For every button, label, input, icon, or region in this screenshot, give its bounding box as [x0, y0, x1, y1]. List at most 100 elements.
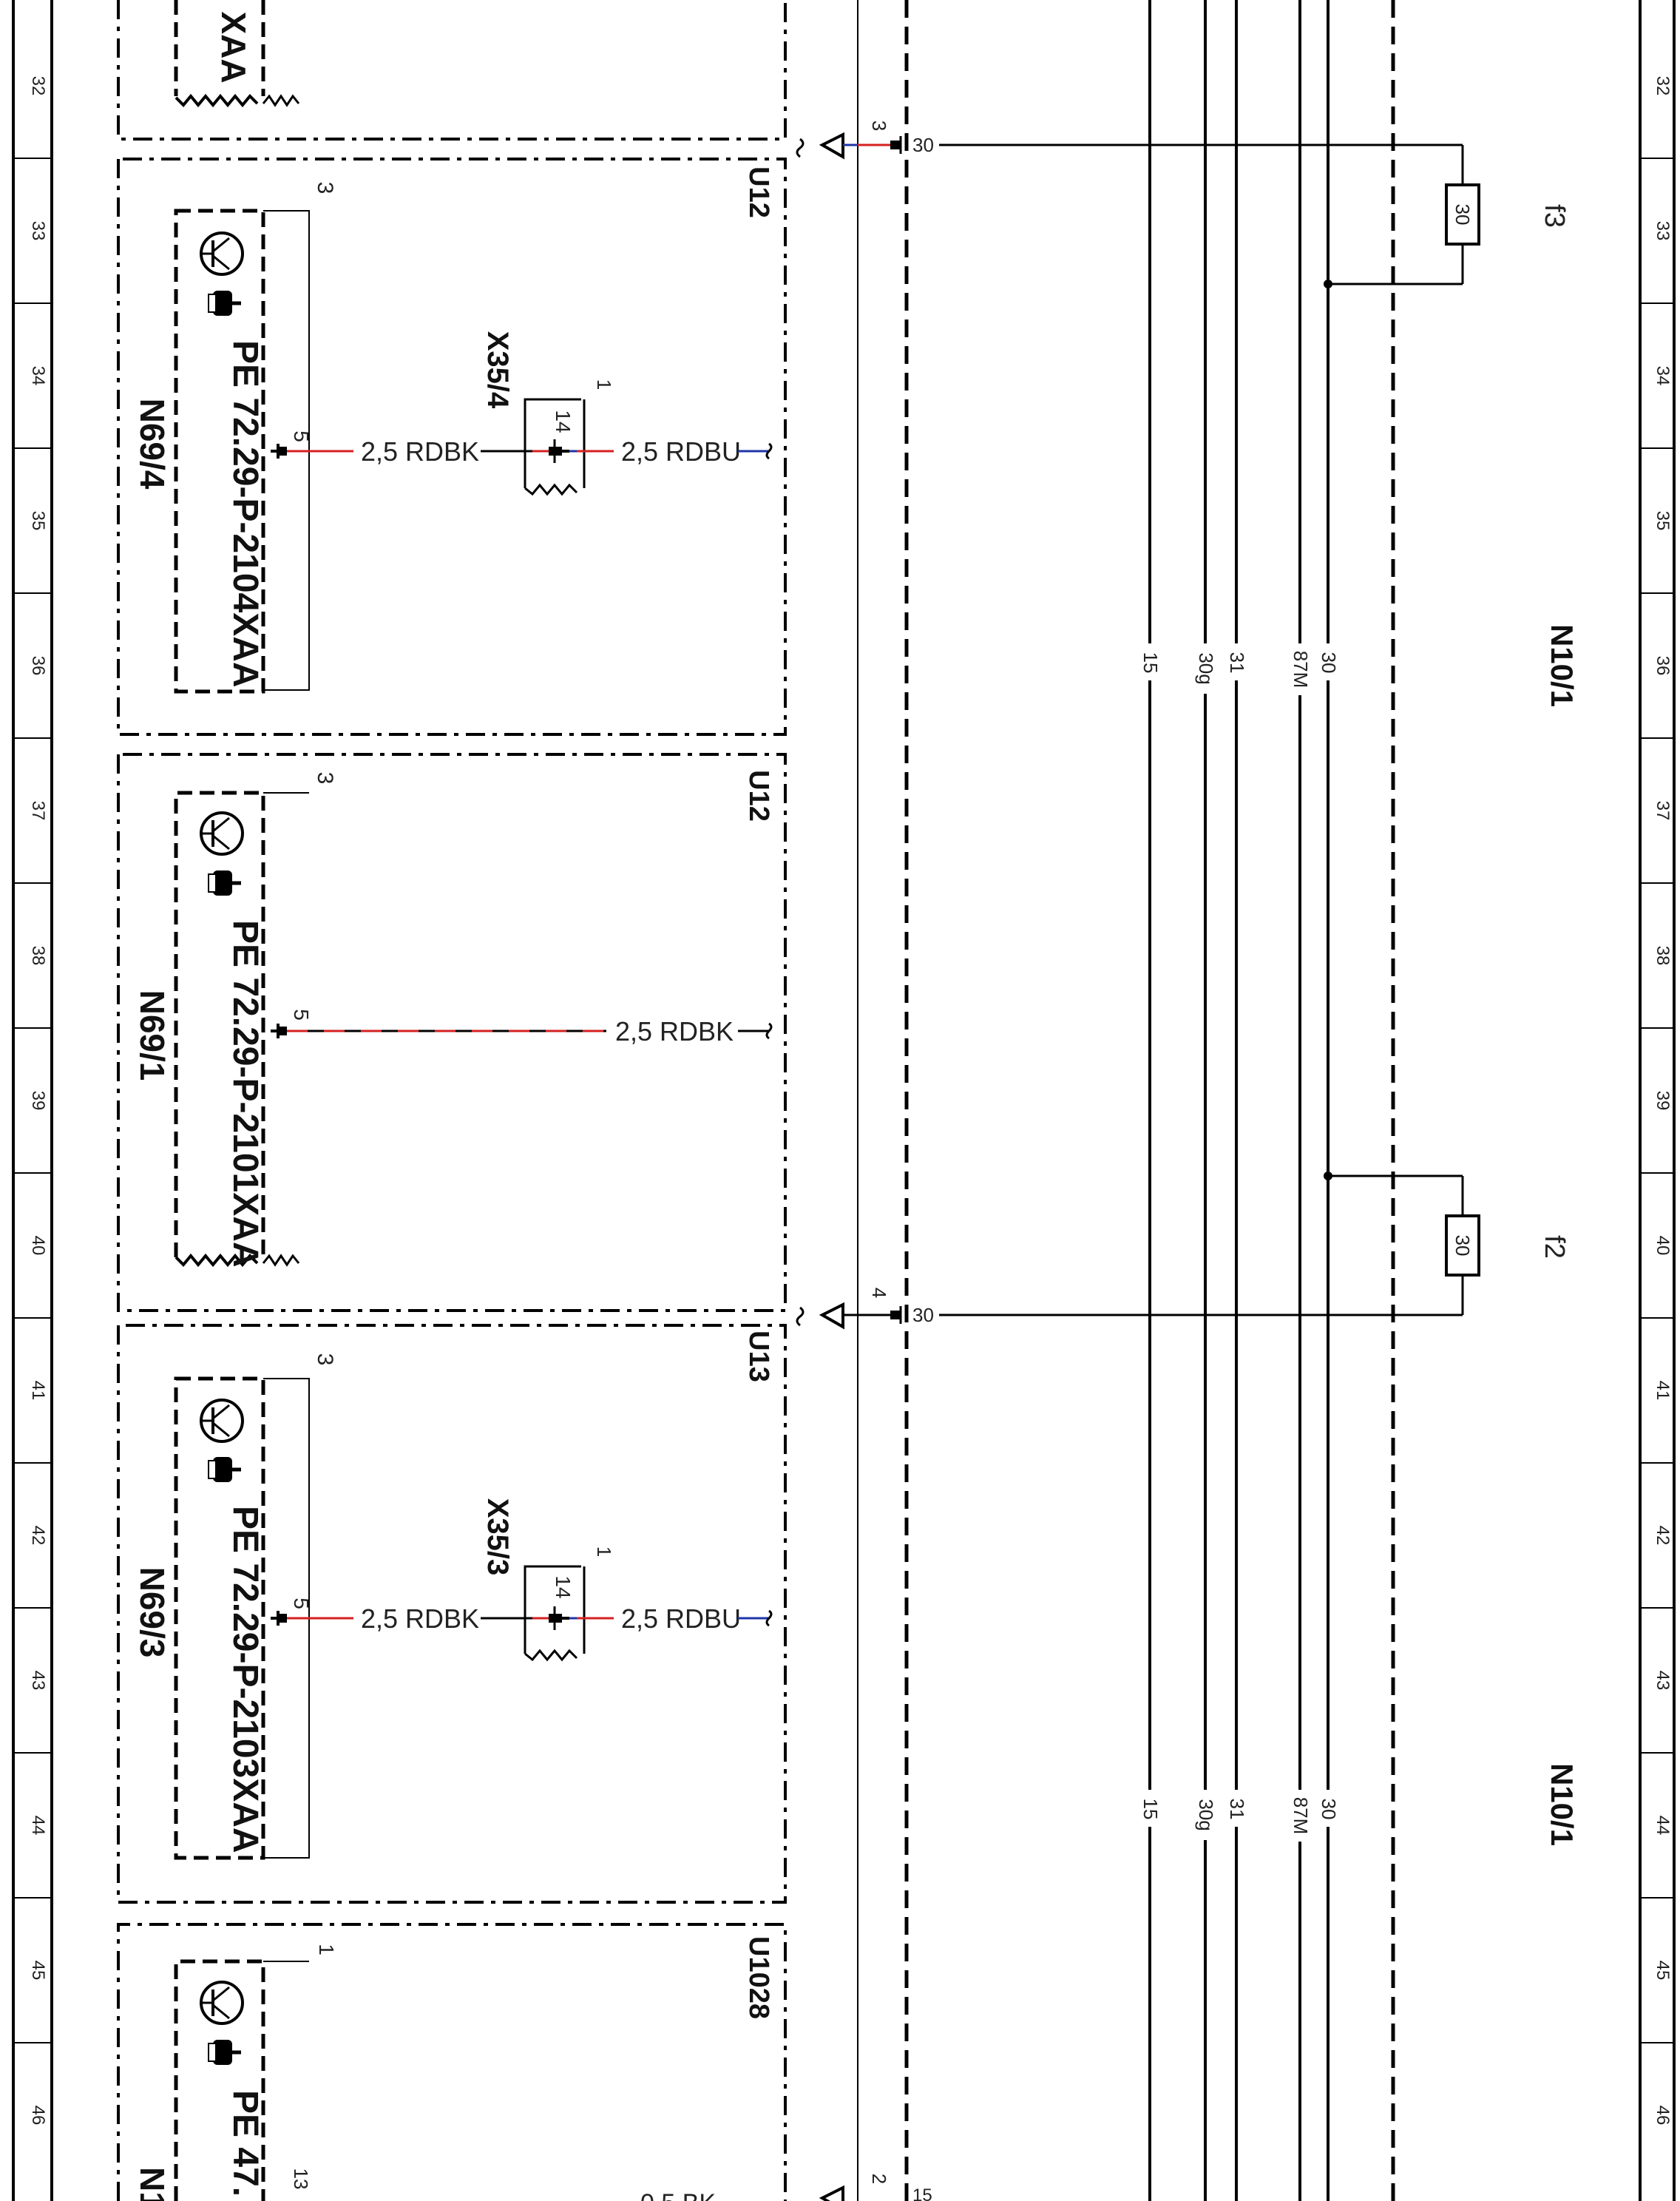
- pin-label: 4: [868, 1288, 890, 1298]
- pin-label: 5: [290, 1598, 313, 1609]
- reference-code: PE 72.29-P-2103XAA: [226, 1506, 265, 1853]
- right-ruler-label: 32: [1653, 76, 1673, 96]
- module-label: N10/1: [1545, 1763, 1579, 1846]
- break-mark: [175, 93, 259, 108]
- left-ruler-label: 34: [28, 366, 48, 386]
- terminal-label: 30: [1318, 1799, 1340, 1820]
- transistor-icon: [200, 1399, 244, 1443]
- block-n69-4: PE 72.29-P-2104XAA N69/4 3 5 U12 2,5 RDB…: [117, 158, 787, 736]
- right-ruler-label: 44: [1653, 1816, 1673, 1836]
- hand-pointer-icon: [208, 291, 241, 316]
- terminal-label: 15: [1139, 652, 1162, 674]
- block-n69-3: PE 72.29-P-2103XAA N69/3 3 5 U13 2,5 RDB…: [117, 1324, 787, 1904]
- component-box: [174, 1959, 265, 2201]
- n10-frame: [857, 0, 1395, 2201]
- right-ruler-label: 39: [1653, 1091, 1673, 1111]
- transistor-icon: [200, 231, 244, 276]
- left-ruler-label: 37: [28, 801, 48, 821]
- right-ruler-label: 36: [1653, 656, 1673, 676]
- right-ruler-label: 46: [1653, 2106, 1673, 2126]
- left-ruler-label: 40: [28, 1236, 48, 1256]
- left-ruler-label: 35: [28, 511, 48, 531]
- pin-label: 1: [315, 1944, 338, 1955]
- transistor-icon: [200, 811, 244, 856]
- transistor-icon: [200, 1981, 244, 2025]
- right-ruler-label: 35: [1653, 511, 1673, 531]
- connector-index: 1: [593, 379, 615, 390]
- left-ruler-label: 43: [28, 1671, 48, 1691]
- component-label: N69/4: [133, 399, 172, 490]
- fuse-icon: [1445, 183, 1480, 246]
- fuse-f2: 30 f2: [1324, 1172, 1570, 1316]
- component-label: N69/1: [133, 990, 172, 1081]
- module-label: N10/1: [1545, 624, 1579, 707]
- break-mark: [262, 1254, 300, 1267]
- pin-label: 3: [313, 182, 337, 195]
- reference-code: XAA: [214, 11, 253, 83]
- right-ruler-label: 41: [1653, 1381, 1673, 1401]
- terminal-label: 30: [1318, 652, 1340, 674]
- connector-index: 1: [593, 1546, 615, 1557]
- component-box: [174, 1376, 265, 1860]
- left-ruler-label: 41: [28, 1381, 48, 1401]
- pin-terminal-label: 30: [912, 134, 934, 156]
- bottom-partial-block: PE 47. N1 1 13 U1028 0,5 BK: [117, 1923, 787, 2201]
- terminal-label: 15: [1139, 1799, 1162, 1820]
- wire-label: 0,5 BK: [640, 2189, 716, 2201]
- reference-code: PE 72.29-P-2101XAA: [226, 920, 265, 1268]
- wire-label: 2,5 RDBU: [621, 436, 741, 467]
- left-ruler-label: 36: [28, 656, 48, 676]
- left-ruler-label: 45: [28, 1961, 48, 1981]
- component-box: [174, 791, 265, 1257]
- connector-x35-4: X35/4 14 1: [481, 331, 615, 496]
- component-label: N1: [133, 2167, 172, 2201]
- left-ruler-label: 32: [28, 76, 48, 96]
- terminal-labels-upper: 15 30g 31 87M 30: [1137, 643, 1341, 695]
- pin-label: 3: [868, 121, 890, 131]
- pin-label: 5: [290, 430, 313, 442]
- left-ruler-label: 38: [28, 946, 48, 966]
- left-ruler-label: 33: [28, 221, 48, 241]
- connector-pin: 14: [552, 1575, 575, 1598]
- wire-label: 2,5 RDBU: [621, 1603, 741, 1634]
- top-partial-block: XAA: [117, 0, 787, 141]
- block-n69-1: PE 72.29-P-2101XAA N69/1 3 5 U12 2,5 RDB…: [117, 753, 787, 1312]
- reference-code: PE 47.: [226, 2090, 265, 2197]
- wire-label: 2,5 RDBK: [361, 1603, 479, 1634]
- pin-terminal-label: 30: [912, 1304, 934, 1326]
- hand-pointer-icon: [208, 2040, 241, 2065]
- pin-label: 5: [290, 1009, 313, 1021]
- pin-terminal-label: 15: [912, 2185, 932, 2201]
- connector-arrow-icon: [819, 2185, 844, 2201]
- fuse-label: f3: [1539, 204, 1570, 228]
- right-ruler-label: 38: [1653, 946, 1673, 966]
- left-ruler-label: 44: [28, 1816, 48, 1836]
- right-ruler-label: 42: [1653, 1526, 1673, 1546]
- terminal-label: 87M: [1290, 1797, 1312, 1835]
- left-ruler-label: 46: [28, 2106, 48, 2126]
- connector-pin: 14: [552, 410, 575, 433]
- break-mark: [262, 94, 300, 107]
- right-ruler-label: 40: [1653, 1236, 1673, 1256]
- fuse-rating: 30: [1452, 204, 1474, 226]
- terminal-label: 31: [1226, 652, 1248, 674]
- break-mark: [175, 1253, 259, 1268]
- terminal-label: 30g: [1195, 652, 1217, 684]
- pin-label: 13: [290, 2168, 312, 2190]
- hand-pointer-icon: [208, 1457, 241, 1482]
- terminal-label: 30g: [1195, 1799, 1217, 1830]
- fuse-rating: 30: [1452, 1235, 1474, 1257]
- pin-4-connection: 4 30: [796, 1288, 1393, 1330]
- connector-label: X35/4: [481, 331, 514, 409]
- terminal-label: 87M: [1290, 651, 1312, 689]
- component-box: [174, 209, 265, 694]
- frame-label: U1028: [743, 1936, 774, 2019]
- fuse-label: f2: [1539, 1235, 1570, 1259]
- left-ruler: 32 33 34 35 36 37 38 39 40 41 42 43 44 4…: [12, 0, 53, 2201]
- left-ruler-label: 42: [28, 1526, 48, 1546]
- right-ruler-label: 37: [1653, 801, 1673, 821]
- frame-label: U12: [743, 166, 774, 218]
- right-ruler-label: 34: [1653, 366, 1673, 386]
